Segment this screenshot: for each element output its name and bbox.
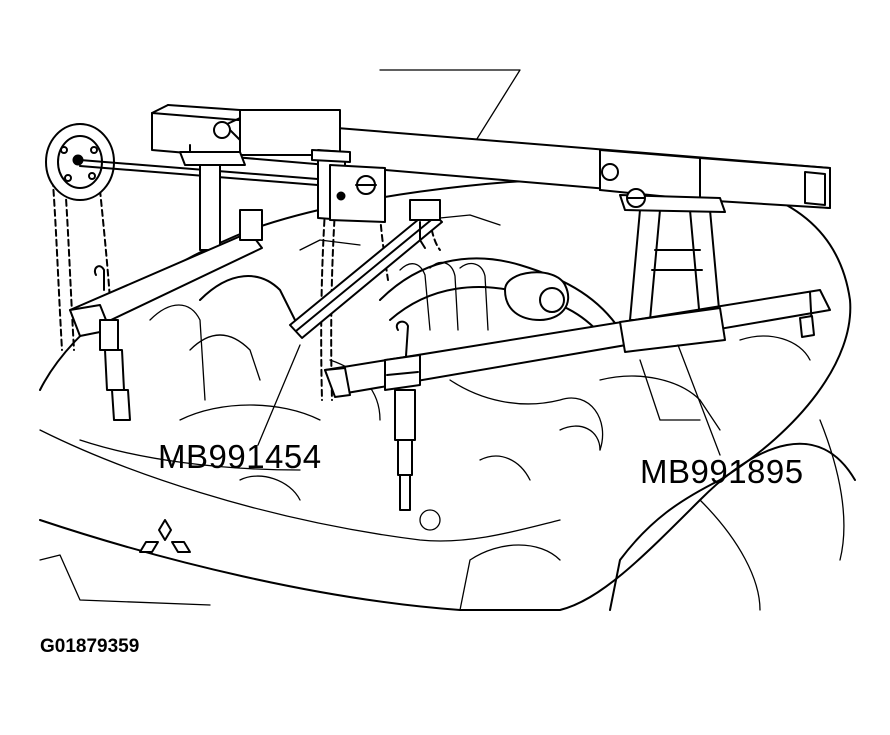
right-vertical-support [619, 188, 726, 321]
leader-line-mb991895 [677, 344, 721, 456]
figure-id: G01879359 [40, 636, 140, 657]
center-support-leg [384, 320, 421, 511]
left-vertical-support [179, 144, 246, 251]
left-horizontal-beam [69, 209, 263, 421]
tool-label-mb991454: MB991454 [158, 438, 322, 475]
diagonal-cross-bar [289, 199, 443, 339]
top-support-beam [151, 104, 831, 209]
mitsubishi-emblem-icon [139, 519, 191, 553]
tool-label-mb991895: MB991895 [640, 453, 804, 490]
lower-right-beam [324, 289, 831, 398]
leader-line-mb991454 [257, 344, 301, 446]
center-vertical-support [311, 149, 386, 223]
